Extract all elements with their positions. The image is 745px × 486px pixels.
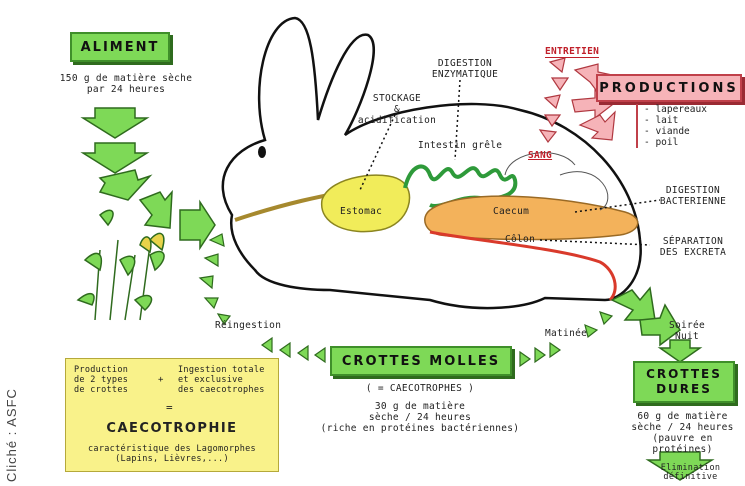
estomac-label: Estomac bbox=[340, 206, 382, 217]
entretien-label: ENTRETIEN bbox=[545, 46, 599, 58]
crottes-molles-desc: 30 g de matière sèche / 24 heures (riche… bbox=[300, 401, 540, 434]
productions-list: - lapereaux - lait - viande - poil bbox=[636, 104, 707, 148]
intestin-label: Intestin grêle bbox=[418, 140, 502, 151]
aliment-desc: 150 g de matière sèche par 24 heures bbox=[56, 73, 196, 95]
production-item: - poil bbox=[644, 137, 707, 148]
digestion-bacterienne-label: DIGESTION BACTERIENNE bbox=[648, 185, 738, 207]
caecotrophie-equals: = bbox=[166, 402, 173, 413]
production-item: - lapereaux bbox=[644, 104, 707, 115]
soiree-label: Soirée Nuit bbox=[662, 320, 712, 342]
aliment-box: ALIMENT bbox=[70, 32, 170, 62]
productions-title: PRODUCTIONS bbox=[599, 81, 738, 96]
production-item: - lait bbox=[644, 115, 707, 126]
caecum-label: Caecum bbox=[493, 206, 529, 217]
intake-arrows bbox=[83, 108, 215, 248]
crottes-dures-title: CROTTES DURES bbox=[646, 367, 722, 397]
crottes-dures-desc: 60 g de matière sèche / 24 heures (pauvr… bbox=[620, 411, 745, 455]
plant-illustration bbox=[78, 210, 164, 320]
caecotrophie-right: Ingestion totale et exclusive des caecot… bbox=[178, 365, 265, 395]
aliment-title: ALIMENT bbox=[81, 40, 160, 55]
caecotrophie-box: Production de 2 types de crottes + Inges… bbox=[65, 358, 279, 472]
digestion-enzymatique-label: DIGESTION ENZYMATIQUE bbox=[420, 58, 510, 80]
caecotrophie-title: CAECOTROPHIE bbox=[66, 421, 278, 436]
caecotrophie-plus: + bbox=[158, 375, 164, 386]
production-item: - viande bbox=[644, 126, 707, 137]
productions-box: PRODUCTIONS bbox=[596, 74, 742, 102]
crottes-dures-box: CROTTES DURES bbox=[633, 361, 735, 403]
caecotrophie-left: Production de 2 types de crottes bbox=[74, 365, 128, 395]
reingestion-label: Réingestion bbox=[215, 320, 281, 331]
separation-label: SÉPARATION DES EXCRETA bbox=[648, 236, 738, 258]
colon-label: Côlon bbox=[505, 234, 535, 245]
matinee-label: Matinée bbox=[545, 328, 587, 339]
crottes-molles-box: CROTTES MOLLES bbox=[330, 346, 512, 376]
photo-credit: Cliché : ASFC bbox=[4, 388, 19, 482]
caecotrophie-caption: caractéristique des Lagomorphes (Lapins,… bbox=[66, 444, 278, 464]
crottes-molles-title: CROTTES MOLLES bbox=[342, 354, 500, 369]
sang-label: SANG bbox=[528, 150, 552, 161]
crottes-molles-sub: ( = CAECOTROPHES ) bbox=[330, 383, 510, 394]
elimination-label: Elimination définitive bbox=[648, 464, 733, 482]
rabbit-eye bbox=[258, 146, 266, 158]
stockage-label: STOCKAGE & acidification bbox=[352, 93, 442, 126]
